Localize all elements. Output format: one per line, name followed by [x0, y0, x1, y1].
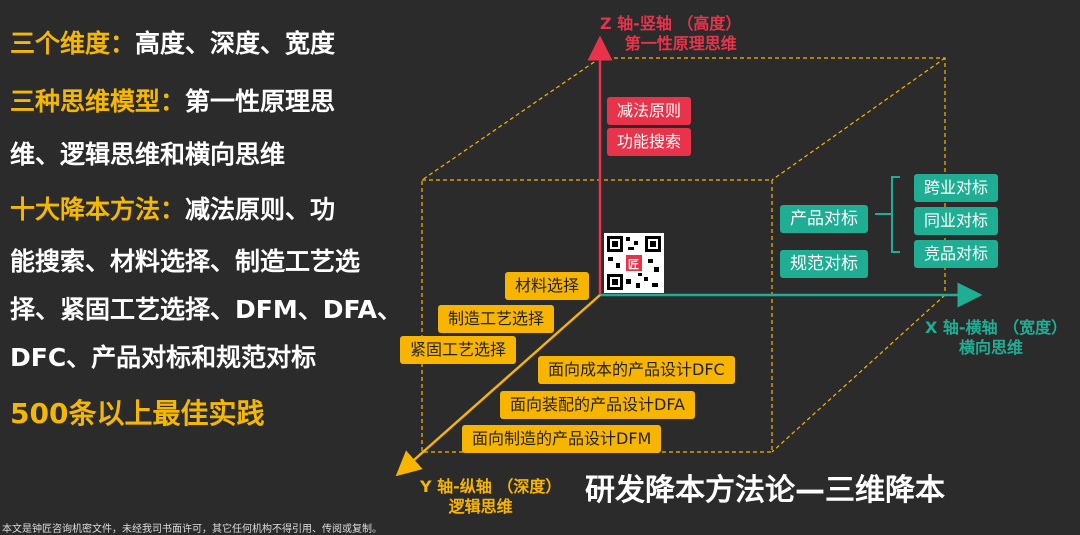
thinking-models-line: 三种思维模型：第一性原理思 — [10, 82, 335, 118]
thinking-models-line-2: 维、逻辑思维和横向思维 — [10, 140, 286, 169]
methods-text: 减法原则、功 — [185, 195, 336, 224]
x-subitem-same-industry: 同业对标 — [914, 207, 999, 235]
y-axis-subtitle: 逻辑思维 — [448, 497, 513, 516]
confidentiality-footer: 本文是钟匠咨询机密文件，未经我司书面许可，其它任何机构不得引用、传阅或复制。 — [2, 524, 382, 535]
x-axis-title: X 轴-横轴 （宽度） — [925, 318, 1068, 337]
methods-heading: 十大降本方法： — [10, 195, 186, 224]
dimensions-text: 高度、深度、宽度 — [135, 29, 336, 58]
x-axis-label: X 轴-横轴 （宽度） 横向思维 — [925, 318, 1067, 358]
y-item-dfa: 面向装配的产品设计DFA — [500, 391, 696, 419]
y-item-material: 材料选择 — [505, 272, 590, 300]
x-item-spec-bench: 规范对标 — [780, 250, 868, 278]
x-item-product-bench: 产品对标 — [780, 205, 868, 233]
y-item-dfm: 面向制造的产品设计DFM — [462, 425, 662, 453]
dimensions-heading: 三个维度： — [10, 29, 136, 58]
z-axis-subtitle: 第一性原理思维 — [624, 34, 737, 53]
methods-line-3: 择、紧固工艺选择、DFM、DFA、 — [10, 295, 403, 324]
y-item-manufacturing: 制造工艺选择 — [438, 305, 555, 333]
x-subitem-cross-industry: 跨业对标 — [914, 174, 999, 202]
x-subitem-competitor: 竞品对标 — [914, 240, 999, 268]
methods-line: 十大降本方法：减法原则、功 — [10, 190, 335, 226]
y-axis-label: Y 轴-纵轴 （深度） 逻辑思维 — [420, 477, 561, 517]
y-item-fastening: 紧固工艺选择 — [400, 336, 517, 364]
qr-logo-text: 匠 — [628, 258, 639, 271]
y-item-dfc: 面向成本的产品设计DFC — [538, 356, 735, 384]
best-practices-line: 500条以上最佳实践 — [10, 397, 265, 430]
z-item-function-search: 功能搜索 — [607, 128, 692, 156]
methods-line-2: 能搜索、材料选择、制造工艺选 — [10, 247, 361, 276]
z-axis-title: Z 轴-竖轴 （高度） — [600, 14, 742, 33]
bench-bracket — [875, 176, 900, 253]
diagram-title: 研发降本方法论—三维降本 — [585, 473, 945, 508]
dashed-cube — [421, 57, 946, 453]
z-item-subtraction: 减法原则 — [607, 97, 692, 125]
y-axis — [395, 294, 601, 477]
thinking-models-text: 第一性原理思 — [185, 87, 336, 116]
x-axis-subtitle: 横向思维 — [959, 338, 1024, 357]
y-axis-title: Y 轴-纵轴 （深度） — [420, 477, 562, 496]
methods-line-4: DFC、产品对标和规范对标 — [10, 343, 317, 372]
dimensions-line: 三个维度：高度、深度、宽度 — [10, 24, 335, 60]
thinking-models-heading: 三种思维模型： — [10, 87, 186, 116]
z-axis-label: Z 轴-竖轴 （高度） 第一性原理思维 — [600, 14, 741, 54]
qr-code: 匠 — [604, 233, 664, 293]
